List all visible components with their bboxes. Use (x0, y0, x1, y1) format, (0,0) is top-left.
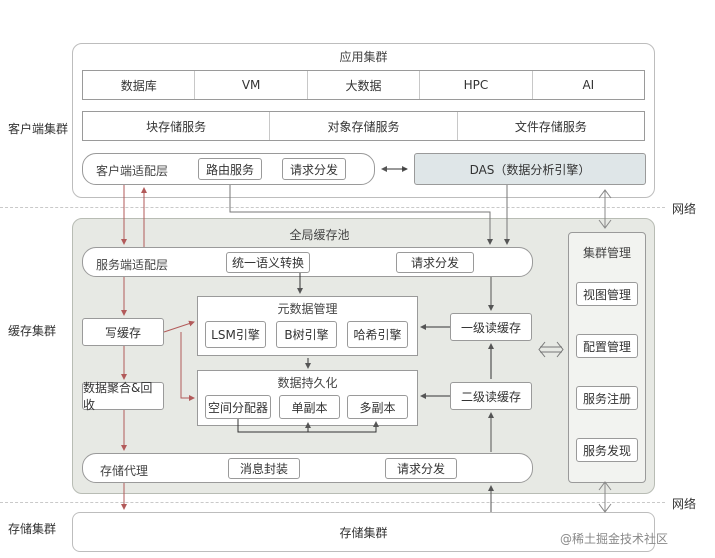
connector (237, 419, 379, 433)
connector (229, 185, 493, 245)
btree-engine-box: B树引擎 (276, 321, 337, 348)
block-storage-service: 块存储服务 (146, 119, 207, 134)
app-vm: VM (194, 71, 306, 99)
cluster-mgmt-title: 集群管理 (582, 246, 631, 260)
app-row: 数据库 VM 大数据 HPC AI (82, 70, 645, 100)
route-service-box: 路由服务 (198, 158, 262, 180)
connector (163, 320, 195, 333)
cache-pool-title: 全局缓存池 (289, 228, 350, 242)
hash-engine-box: 哈希引擎 (347, 321, 408, 348)
network-label-top: 网络 (672, 202, 697, 216)
message-encap-box: 消息封装 (228, 458, 300, 479)
network-line-bottom (0, 502, 665, 503)
app-ai: AI (531, 71, 644, 99)
l2-read-cache-box: 二级读缓存 (450, 382, 532, 410)
storage-cluster-label: 存储集群 (8, 522, 57, 536)
app-bigdata: 大数据 (306, 71, 419, 99)
file-storage-service: 文件存储服务 (456, 112, 644, 140)
storage-cluster-box: 存储集群 (72, 512, 655, 552)
connector (598, 481, 612, 513)
client-dispatch-box: 请求分发 (282, 158, 346, 180)
metadata-title: 元数据管理 (277, 302, 338, 316)
persistence-title: 数据持久化 (277, 376, 338, 390)
write-cache-box: 写缓存 (82, 318, 164, 346)
space-allocator-box: 空间分配器 (205, 395, 271, 419)
object-storage-service: 对象存储服务 (269, 112, 456, 140)
connector (180, 332, 195, 401)
network-line-top (0, 207, 665, 208)
proxy-dispatch-box: 请求分发 (385, 458, 457, 479)
service-register-box: 服务注册 (576, 386, 638, 410)
connector (598, 189, 612, 229)
cache-cluster-label: 缓存集群 (8, 324, 57, 338)
client-cluster-label: 客户端集群 (8, 122, 69, 136)
semantic-convert-box: 统一语义转换 (226, 252, 310, 273)
das-engine-box: DAS（数据分析引擎） (414, 153, 646, 185)
connector (538, 341, 564, 358)
l1-read-cache-box: 一级读缓存 (450, 313, 532, 341)
storage-service-row: 块存储服务 对象存储服务 文件存储服务 (82, 111, 645, 141)
server-adapter-label: 服务端适配层 (96, 258, 169, 272)
app-database: 数据库 (120, 78, 157, 93)
app-cluster-title: 应用集群 (339, 50, 388, 64)
config-mgmt-box: 配置管理 (576, 334, 638, 358)
app-hpc: HPC (419, 71, 531, 99)
data-aggregate-box: 数据聚合&回收 (82, 381, 164, 412)
lsm-engine-box: LSM引擎 (205, 321, 266, 348)
network-label-bottom: 网络 (672, 497, 697, 511)
server-dispatch-box: 请求分发 (396, 252, 474, 273)
service-discover-box: 服务发现 (576, 438, 638, 462)
view-mgmt-box: 视图管理 (576, 282, 638, 306)
single-replica-box: 单副本 (279, 395, 340, 419)
client-adapter-label: 客户端适配层 (96, 164, 169, 178)
multi-replica-box: 多副本 (347, 395, 408, 419)
watermark: @稀土掘金技术社区 (560, 532, 669, 546)
storage-proxy-layer (82, 453, 533, 483)
storage-proxy-label: 存储代理 (100, 464, 149, 478)
